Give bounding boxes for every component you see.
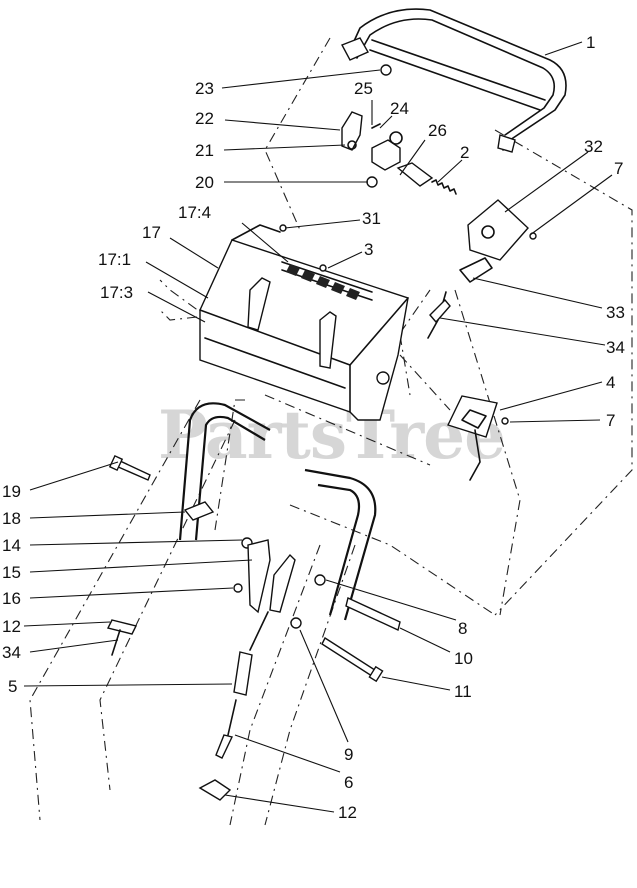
callout-12-lower: 12	[338, 803, 357, 822]
part-9-washer	[290, 617, 302, 629]
part-11-bolt	[321, 636, 384, 683]
callout-5: 5	[8, 677, 17, 696]
callout-19: 19	[2, 482, 21, 501]
latch-assembly	[341, 111, 457, 195]
leader-lines	[23, 41, 613, 813]
callout-17: 17	[142, 223, 161, 242]
part-8-washer	[314, 574, 326, 586]
callout-4: 4	[606, 373, 615, 392]
part-18-bushing	[183, 501, 215, 521]
part-1-upper-handle	[341, 8, 567, 153]
callout-18: 18	[2, 509, 21, 528]
callout-labels: 1 2 3 4 5 6 7 7 8 9 10 11 12 12 14 15 16…	[2, 33, 625, 822]
callout-15: 15	[2, 563, 21, 582]
part-19-bolt	[108, 454, 151, 481]
callout-10: 10	[454, 649, 473, 668]
callout-22: 22	[195, 109, 214, 128]
callout-7-upper: 7	[614, 159, 623, 178]
part-17-control-box	[199, 224, 409, 421]
callout-32: 32	[584, 137, 603, 156]
callout-7-lower: 7	[606, 411, 615, 430]
part-23-nut	[380, 64, 392, 76]
callout-21: 21	[195, 141, 214, 160]
callout-34-left: 34	[2, 643, 21, 662]
callout-25: 25	[354, 79, 373, 98]
part-12-clip-upper	[106, 619, 138, 656]
part-5-cable	[215, 611, 269, 759]
callout-33: 33	[606, 303, 625, 322]
watermark: PartsTree	[158, 396, 505, 474]
callout-9: 9	[344, 745, 353, 764]
part-32-bracket	[427, 199, 537, 339]
callout-17-1: 17:1	[98, 250, 131, 269]
callout-12-upper: 12	[2, 617, 21, 636]
callout-17-3: 17:3	[100, 283, 133, 302]
callout-3: 3	[364, 240, 373, 259]
callout-14: 14	[2, 536, 21, 555]
callout-1: 1	[586, 33, 595, 52]
callout-23: 23	[195, 79, 214, 98]
callout-17-4: 17:4	[178, 203, 211, 222]
part-12-grip-lower	[198, 779, 232, 801]
callout-31: 31	[362, 209, 381, 228]
callout-11: 11	[454, 682, 472, 701]
callout-8: 8	[458, 619, 467, 638]
part-10-pin	[345, 597, 401, 631]
callout-6: 6	[344, 773, 353, 792]
part-4-plate	[447, 395, 509, 481]
callout-20: 20	[195, 173, 214, 192]
lower-handle-tube	[178, 402, 377, 621]
callout-16: 16	[2, 589, 21, 608]
callout-26: 26	[428, 121, 447, 140]
callout-24: 24	[390, 99, 409, 118]
callout-34-right: 34	[606, 338, 625, 357]
part-15-bracket	[233, 537, 296, 614]
callout-2: 2	[460, 143, 469, 162]
